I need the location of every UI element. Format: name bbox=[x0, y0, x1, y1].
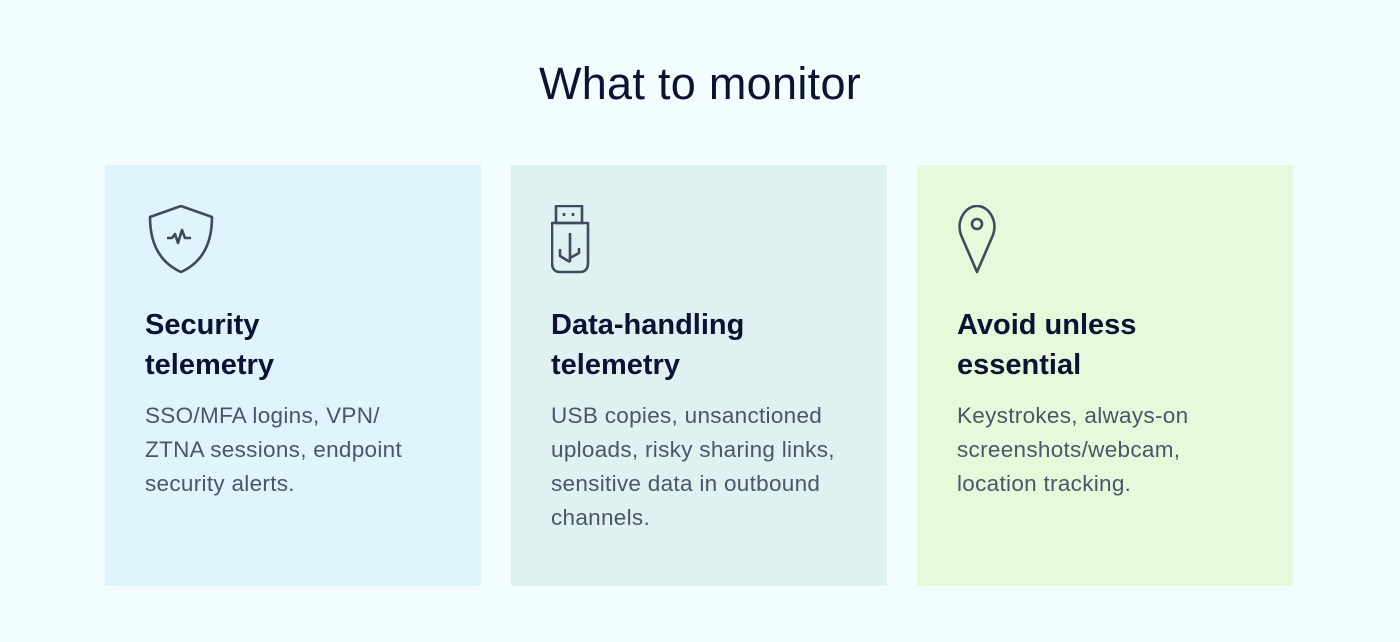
usb-drive-icon bbox=[551, 205, 590, 274]
card-heading: Avoid unless essential bbox=[957, 309, 1137, 381]
card-body: USB copies, unsanctioned uploads, risky … bbox=[551, 403, 835, 530]
location-pin-icon bbox=[958, 205, 996, 274]
card-body: SSO/MFA logins, VPN/ ZTNA sessions, endp… bbox=[145, 403, 403, 496]
card-security-telemetry: Security telemetry SSO/MFA logins, VPN/ … bbox=[105, 165, 481, 586]
card-avoid-unless-essential: Avoid unless essential Keystrokes, alway… bbox=[917, 165, 1293, 586]
card-data-handling-telemetry: Data-handling telemetry USB copies, unsa… bbox=[511, 165, 887, 586]
card-heading: Data-handling telemetry bbox=[551, 309, 745, 381]
card-heading: Security telemetry bbox=[145, 309, 274, 381]
page-title: What to monitor bbox=[538, 58, 862, 109]
shield-pulse-icon bbox=[148, 205, 214, 274]
card-body: Keystrokes, always-on screenshots/webcam… bbox=[957, 403, 1189, 496]
